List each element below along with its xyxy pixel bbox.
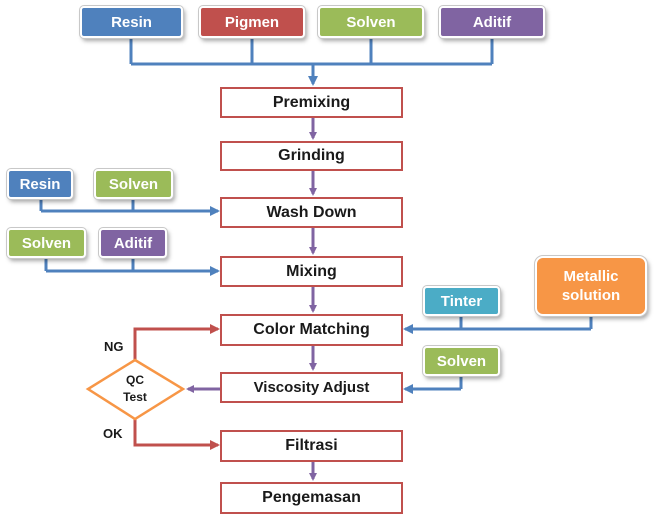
metallic-label-line1: Metallic [563, 268, 619, 285]
viscosity-input-connector [403, 374, 463, 394]
ok-path-arrow [133, 419, 220, 450]
mixing-inputs-connector [44, 256, 220, 276]
ok-label: OK [103, 426, 123, 441]
step-pengemasan: Pengemasan [220, 482, 403, 514]
tinter-input: Tinter [423, 286, 500, 316]
step-grinding: Grinding [220, 141, 403, 171]
solven-input-top: Solven [318, 6, 424, 38]
step-color-matching: Color Matching [220, 314, 403, 346]
qc-label-line2: Test [123, 390, 147, 404]
solven-input-mixing: Solven [7, 228, 86, 258]
main-flow-arrows [186, 118, 317, 481]
ng-loop-arrow [133, 324, 220, 360]
metallic-solution-input: Metallic solution [535, 256, 647, 316]
qc-label-line1: QC [126, 373, 144, 387]
ng-label: NG [104, 339, 124, 354]
step-wash-down: Wash Down [220, 197, 403, 228]
aditif-input-top: Aditif [439, 6, 545, 38]
step-filtrasi: Filtrasi [220, 430, 403, 462]
resin-input-top: Resin [80, 6, 183, 38]
top-inputs-connector [129, 37, 494, 86]
aditif-input-mixing: Aditif [99, 228, 167, 258]
step-mixing: Mixing [220, 256, 403, 287]
solven-input-viscosity: Solven [423, 346, 500, 376]
step-viscosity-adjust: Viscosity Adjust [220, 372, 403, 403]
color-matching-inputs-connector [403, 314, 593, 334]
step-premixing: Premixing [220, 87, 403, 118]
qc-loops [133, 324, 220, 450]
resin-input-wash-down: Resin [7, 169, 73, 199]
pigmen-input-top: Pigmen [199, 6, 305, 38]
qc-test-diamond [85, 358, 186, 421]
qc-test-label: QC Test [110, 372, 160, 406]
solven-input-wash-down: Solven [94, 169, 173, 199]
metallic-label-line2: solution [561, 287, 621, 304]
